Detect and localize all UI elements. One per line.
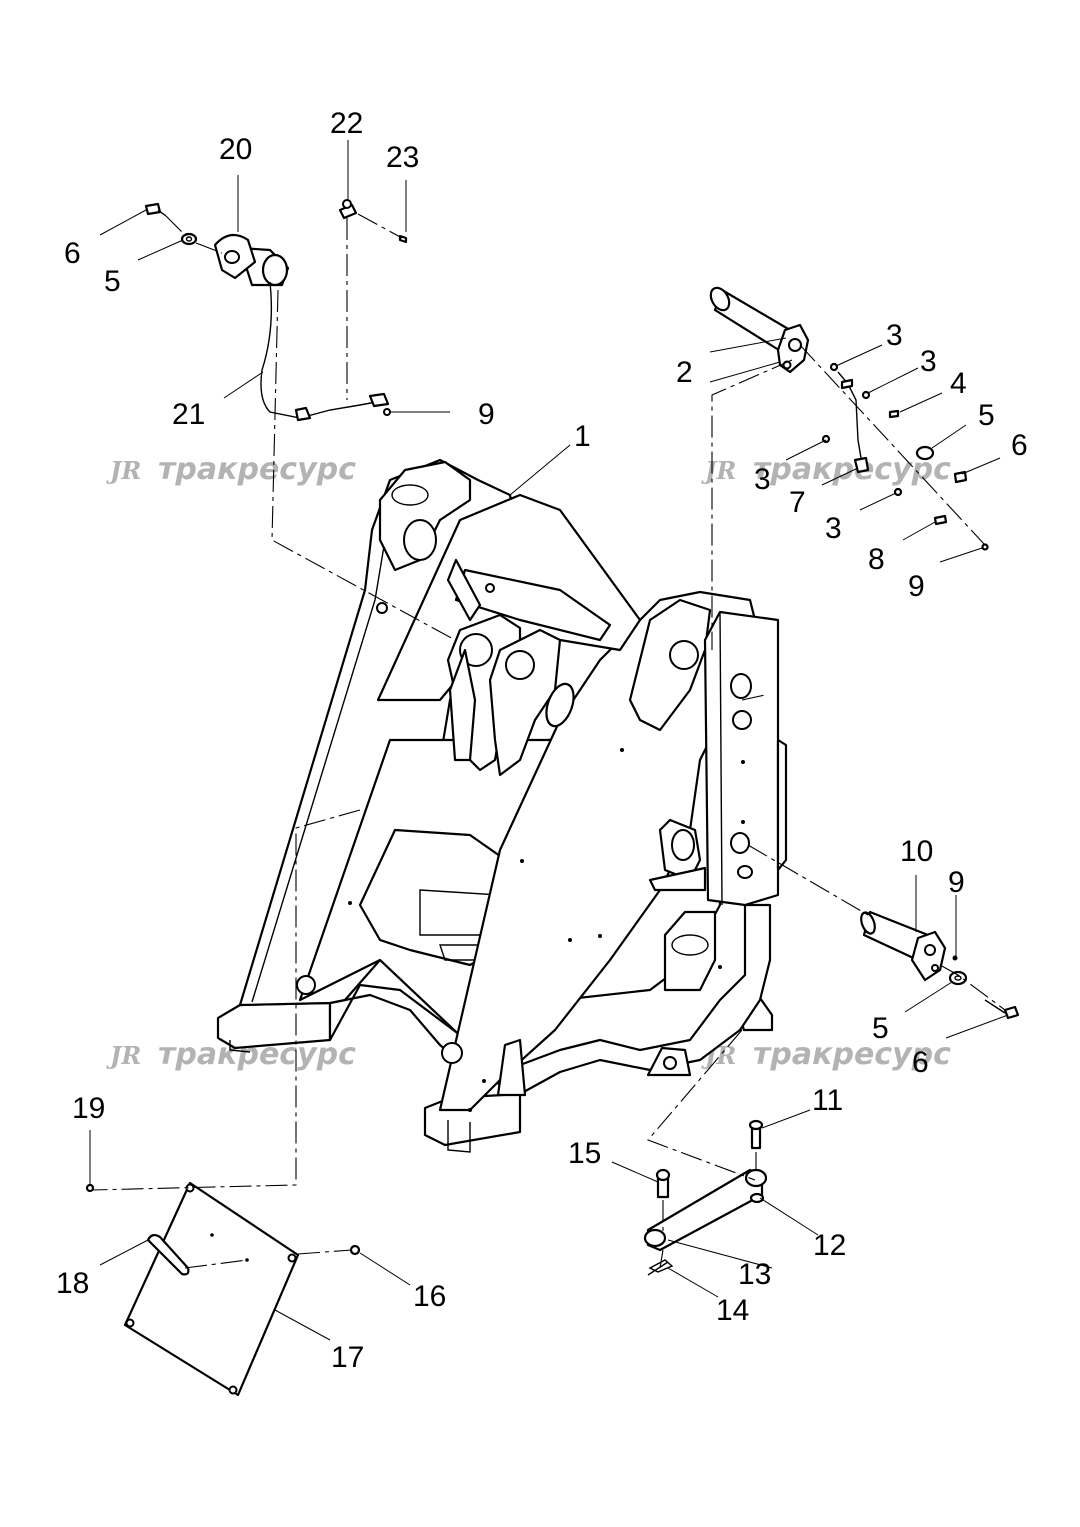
pin-10 [860, 910, 1020, 1020]
callout-2: 2 [676, 356, 693, 389]
callout-18: 18 [56, 1267, 89, 1300]
watermark-text: тракресурс [158, 452, 356, 487]
callout-11: 11 [812, 1084, 843, 1117]
callout-17: 17 [331, 1341, 364, 1374]
leader-lines [89, 140, 1009, 1341]
watermark-logo: JR [106, 1041, 141, 1070]
callout-15: 15 [568, 1137, 601, 1170]
callout-9: 9 [478, 398, 495, 431]
watermark-bottom-left: JR тракресурс [106, 1037, 356, 1072]
callout-9: 9 [908, 570, 925, 603]
callout-9: 9 [948, 866, 965, 899]
watermark-top-right: JR тракресурс [701, 452, 951, 487]
callout-numbers: 22 23 20 6 5 21 9 1 2 3 3 4 5 6 3 7 3 8 … [56, 107, 1028, 1374]
callout-6: 6 [1011, 429, 1028, 462]
watermark-top-left: JR тракресурс [106, 452, 356, 487]
callout-10: 10 [900, 835, 933, 868]
callout-4: 4 [950, 367, 967, 400]
callout-19: 19 [72, 1092, 105, 1125]
callout-14: 14 [716, 1294, 749, 1327]
callout-5: 5 [104, 265, 121, 298]
callout-5: 5 [872, 1012, 889, 1045]
watermark-text: тракресурс [753, 1037, 951, 1072]
pin-2 [709, 286, 989, 551]
cover-plate [85, 1181, 361, 1397]
fitting-22-23 [338, 199, 408, 244]
front-frame [216, 458, 788, 1153]
callout-16: 16 [413, 1280, 446, 1313]
callout-5: 5 [978, 399, 995, 432]
callout-12: 12 [813, 1229, 846, 1262]
sensor-pin-assembly [144, 202, 391, 422]
callout-21: 21 [172, 398, 205, 431]
callout-13: 13 [738, 1258, 771, 1291]
callout-3: 3 [920, 345, 937, 378]
callout-22: 22 [330, 107, 363, 140]
watermark-text: тракресурс [753, 452, 951, 487]
callout-23: 23 [386, 141, 419, 174]
callout-7: 7 [789, 486, 806, 519]
assembly-lines [91, 213, 1006, 1269]
callout-6: 6 [912, 1046, 929, 1079]
callout-8: 8 [868, 543, 885, 576]
callout-3: 3 [754, 463, 771, 496]
callout-3: 3 [825, 512, 842, 545]
link-arm-assembly [643, 1119, 768, 1276]
callout-20: 20 [219, 133, 252, 166]
watermark-logo: JR [701, 456, 736, 485]
callout-6: 6 [64, 237, 81, 270]
callout-1: 1 [574, 420, 591, 453]
callout-3: 3 [886, 319, 903, 352]
watermark-logo: JR [106, 456, 141, 485]
